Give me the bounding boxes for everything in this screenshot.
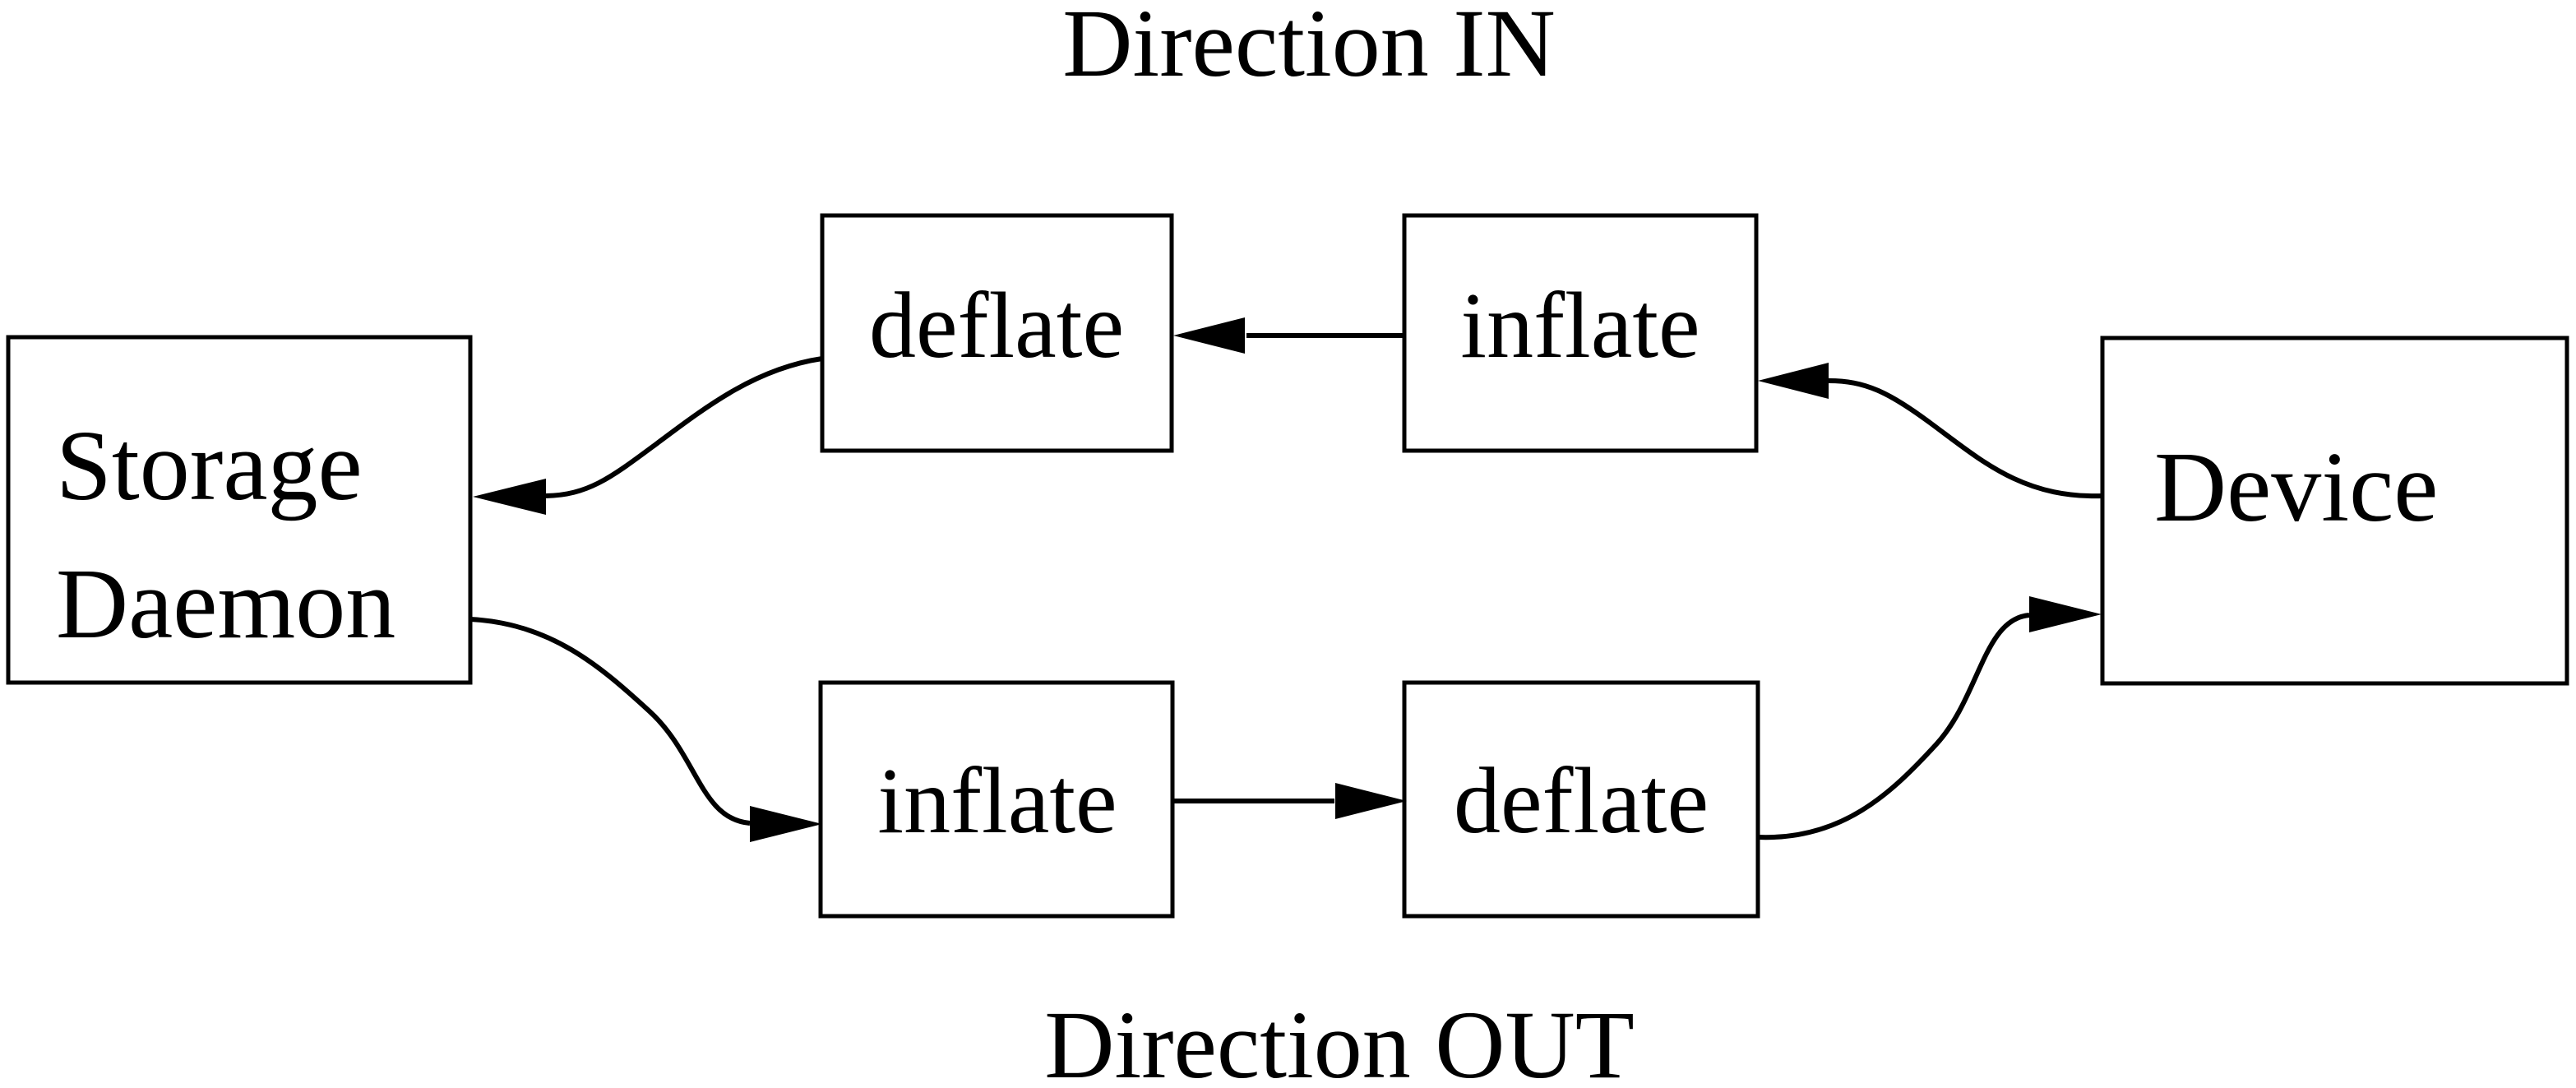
storage-daemon-box (6, 335, 473, 685)
storage-daemon-label-line1: Storage (56, 410, 363, 521)
arrow-inflate-out-to-deflate-out-head (1335, 783, 1407, 819)
deflate-in-label: deflate (869, 273, 1124, 377)
arrow-device-to-inflate-in-curve (1828, 378, 2103, 499)
arrow-inflate-in-to-deflate-in-head (1173, 317, 1245, 354)
arrow-deflate-out-to-device-head (2029, 596, 2102, 632)
deflate-in-box (820, 213, 1174, 453)
direction-in-title: Direction IN (1062, 0, 1556, 97)
inflate-out-box (818, 680, 1175, 919)
inflate-out-label: inflate (877, 748, 1117, 853)
arrow-storage-to-inflate-out-head (750, 806, 822, 842)
arrow-deflate-in-to-storage-head (473, 479, 546, 515)
device-label: Device (2154, 432, 2438, 543)
arrow-deflate-out-to-device-curve (1757, 613, 2030, 840)
deflate-out-box (1402, 680, 1760, 919)
arrow-storage-to-inflate-out-curve (469, 617, 751, 826)
device-box (2100, 336, 2569, 686)
storage-daemon-label-line2: Daemon (56, 549, 395, 660)
deflate-out-label: deflate (1454, 748, 1709, 853)
arrow-deflate-in-to-storage-curve (545, 356, 823, 498)
inflate-in-box (1402, 213, 1759, 453)
arrow-device-to-inflate-in-head (1758, 363, 1829, 399)
direction-out-title: Direction OUT (1044, 991, 1635, 1088)
inflate-in-label: inflate (1460, 273, 1700, 377)
